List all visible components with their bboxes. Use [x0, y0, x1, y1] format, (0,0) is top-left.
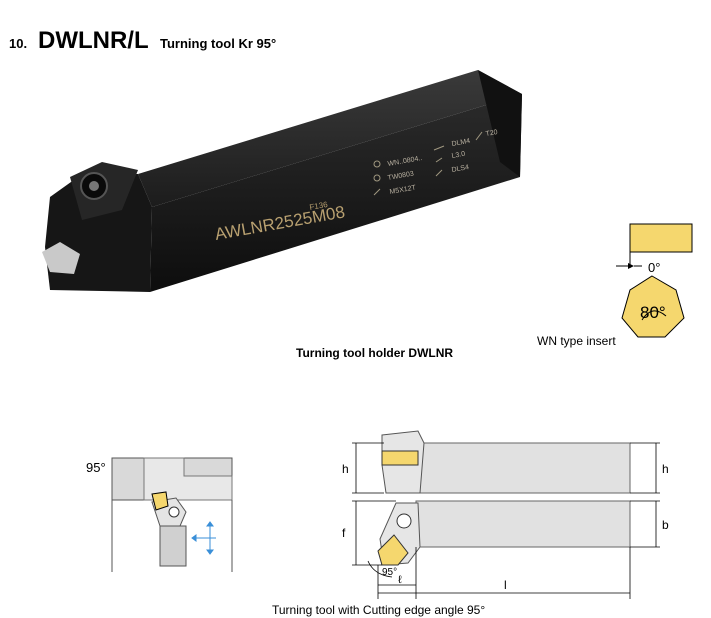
- insert-side-view: [629, 223, 693, 253]
- tool-holder-photo: AWLNR2525M08 F136 WN..0804.. TW0803 M5X1…: [42, 70, 522, 292]
- dim-label-h-right: h: [662, 462, 669, 476]
- product-code: DWLNR/L: [38, 27, 149, 54]
- screw-icon: [373, 188, 381, 196]
- shank-top-face: [138, 70, 522, 207]
- dim-label-angle: 95°: [382, 567, 397, 578]
- shank-front-face: [150, 94, 522, 292]
- photo-caption: Turning tool holder DWLNR: [296, 346, 454, 360]
- insert-side: [381, 450, 419, 466]
- spare-part: DLM4: [451, 138, 471, 148]
- diagram-caption: Turning tool with Cutting edge angle 95°: [272, 603, 486, 617]
- dim-label-l: l: [504, 578, 507, 592]
- product-description: Turning tool Kr 95°: [160, 36, 277, 51]
- spring-icon: [435, 169, 443, 177]
- spare-part: T20: [485, 129, 498, 138]
- insert-photo: [42, 242, 80, 274]
- insert-top-view: [621, 275, 685, 338]
- lever-icon: [433, 145, 445, 151]
- dim-label-l-small: ℓ: [398, 574, 402, 586]
- spare-part: DLS4: [451, 164, 470, 174]
- insert-top: [377, 534, 409, 566]
- angle-arc-95: [367, 560, 393, 578]
- spare-part: L3.0: [451, 151, 466, 160]
- angle-arc: [641, 310, 667, 321]
- dim-label-f: f: [342, 526, 346, 540]
- dim-label-h-left: h: [342, 462, 349, 476]
- marking-sub: F136: [309, 200, 329, 212]
- clearance-angle: 0°: [648, 260, 660, 275]
- corner-angle: 80°: [640, 303, 666, 322]
- shim-icon: [373, 174, 381, 182]
- pin-icon: [435, 157, 443, 163]
- clamp-screw-top-icon: [396, 513, 412, 529]
- insert-icon: [373, 160, 381, 168]
- shank-top-view: [415, 500, 631, 548]
- holder-shank: [159, 525, 187, 567]
- approach-angle: 95°: [86, 460, 106, 475]
- insert-caption: WN type insert: [537, 334, 616, 348]
- shank-side-view: [415, 442, 631, 494]
- wn-insert-drawing: 0° 80°: [616, 223, 693, 338]
- dimension-diagram: h h f b 95° ℓ l: [342, 430, 669, 599]
- section-number: 10.: [9, 36, 28, 51]
- spare-part: M5X12T: [389, 184, 417, 196]
- workpiece-diagram: 95°: [86, 457, 233, 572]
- wrench-icon: [475, 131, 483, 141]
- dim-label-b: b: [662, 518, 669, 532]
- shank-end-face: [478, 70, 522, 177]
- spare-part: TW0803: [387, 170, 414, 182]
- workpiece-step: [143, 457, 233, 501]
- insert-small: [151, 491, 169, 511]
- screw-small-icon: [168, 506, 180, 518]
